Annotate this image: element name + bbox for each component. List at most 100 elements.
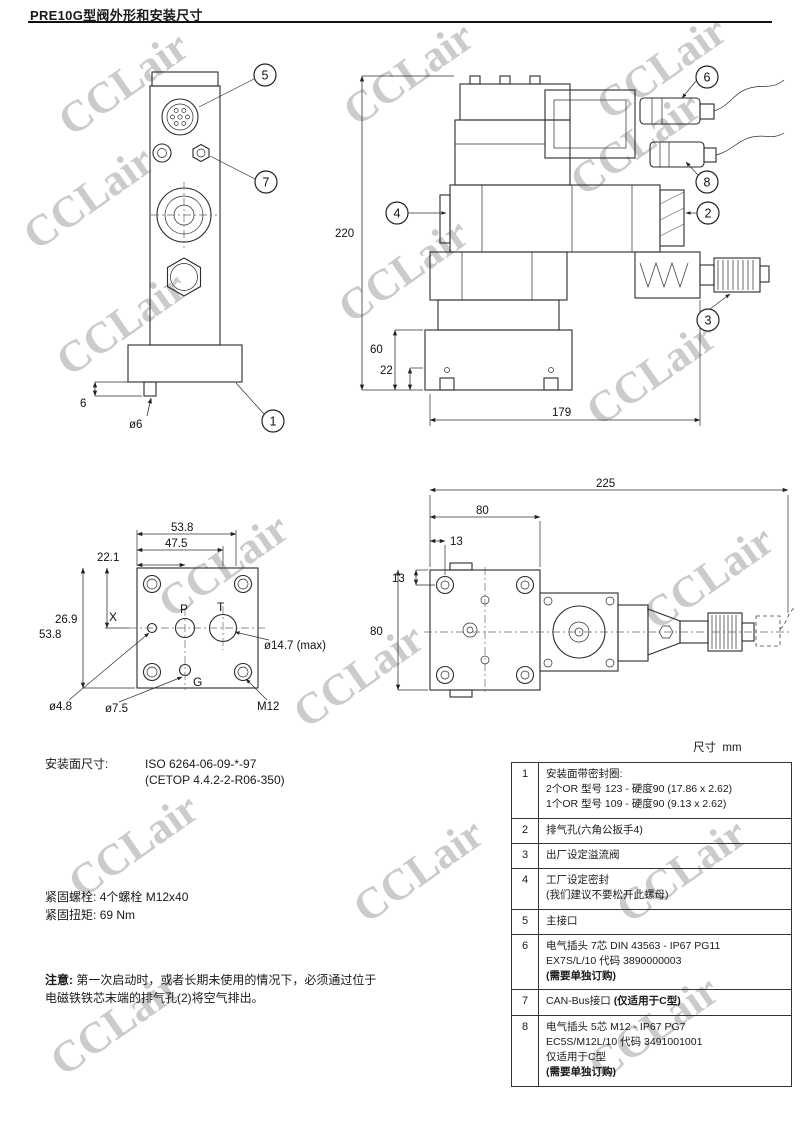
dim-port-x-diameter: ø4.8 bbox=[49, 701, 72, 713]
fastening-bolts-line: 紧固螺栓: 4个螺栓 M12x40 bbox=[45, 889, 188, 905]
top-dimension-lines bbox=[395, 487, 789, 691]
mounting-surface-standard: ISO 6264-06-09-*-97 (CETOP 4.4.2-2-R06-3… bbox=[145, 756, 285, 788]
description-line: 工厂设定密封 bbox=[546, 874, 609, 887]
port-label-g: G bbox=[193, 675, 202, 689]
callout-5-number: 5 bbox=[262, 69, 269, 83]
description-line: 安装面带密封圈: bbox=[546, 768, 623, 780]
row-number: 6 bbox=[512, 934, 539, 990]
table-row: 6 电气插头 7芯 DIN 43563 - IP67 PG11 EX7S/L/1… bbox=[512, 934, 791, 991]
caution-text-line1: 第一次启动时，或者长期未使用的情况下，必须通过位于 bbox=[76, 973, 377, 987]
dim-face-height-2: 53.8 bbox=[39, 629, 61, 641]
row-number: 2 bbox=[512, 818, 539, 843]
tightening-torque-line: 紧固扭矩: 69 Nm bbox=[45, 907, 135, 923]
table-row: 1 安装面带密封圈: 2个OR 型号 123 - 硬度90 (17.86 x 2… bbox=[512, 763, 791, 819]
description-line: 出厂设定溢流阀 bbox=[546, 848, 620, 861]
cetop-standard: (CETOP 4.4.2-2-R06-350) bbox=[145, 773, 285, 787]
table-row: 4 工厂设定密封 (我们建议不要松开此螺母) bbox=[512, 869, 791, 910]
callout-3: 3 bbox=[696, 293, 731, 332]
dim-foot-diameter: ø6 bbox=[129, 419, 142, 431]
dim-total-height: 220 bbox=[335, 228, 354, 240]
parts-table: 1 安装面带密封圈: 2个OR 型号 123 - 硬度90 (17.86 x 2… bbox=[511, 762, 792, 1087]
callout-7: 7 bbox=[209, 155, 278, 194]
dim-foot-height: 6 bbox=[80, 398, 86, 410]
callout-1-number: 1 bbox=[270, 415, 277, 429]
port-label-t: T bbox=[217, 600, 225, 614]
cable-plugs-outline bbox=[639, 79, 785, 168]
dim-port-height: 22 bbox=[380, 365, 393, 377]
dim-port-g-diameter: ø7.5 bbox=[105, 703, 128, 715]
row-number: 7 bbox=[512, 990, 539, 1015]
callout-1: 1 bbox=[235, 382, 285, 433]
row-number: 1 bbox=[512, 763, 539, 818]
dim-thread-size: M12 bbox=[257, 701, 279, 713]
callout-5: 5 bbox=[198, 63, 277, 108]
callout-7-number: 7 bbox=[263, 176, 270, 190]
c-type-only-note: (仅适用于C型) bbox=[613, 995, 681, 1008]
order-separately-note: (需要单独订购) bbox=[546, 970, 616, 983]
torque-value: 69 Nm bbox=[99, 908, 136, 922]
description-line: 排气孔(六角公扳手4) bbox=[546, 823, 643, 836]
iso-standard: ISO 6264-06-09-*-97 bbox=[145, 757, 257, 771]
description-line: 电气插头 7芯 DIN 43563 - IP67 PG11 bbox=[546, 939, 721, 952]
callout-4-number: 4 bbox=[394, 207, 401, 221]
row-description: 出厂设定溢流阀 bbox=[539, 844, 791, 868]
table-row: 5 主接口 bbox=[512, 909, 791, 935]
dim-top-offset-1: 13 bbox=[450, 536, 463, 548]
header-rule bbox=[28, 21, 772, 23]
caution-text-line2: 电磁铁铁芯末端的排气孔(2)将空气排出。 bbox=[45, 991, 264, 1005]
port-label-p: P bbox=[180, 602, 188, 616]
description-line: CAN-Bus接口 (仅适用于C型) bbox=[546, 994, 785, 1009]
callout-8-number: 8 bbox=[704, 176, 711, 190]
table-row: 3 出厂设定溢流阀 bbox=[512, 843, 791, 870]
mounting-dimension-lines bbox=[68, 530, 270, 703]
dim-total-length: 179 bbox=[552, 407, 571, 419]
description-line: 2个OR 型号 123 - 硬度90 (17.86 x 2.62) bbox=[546, 783, 733, 796]
row-number: 5 bbox=[512, 909, 539, 934]
relief-valve-outline bbox=[634, 251, 770, 299]
mounting-face-drawing: X P T G 53.8 47.5 22.1 26.9 53.8 ø14.7 (… bbox=[39, 522, 326, 715]
table-row: 8 电气插头 5芯 M12 - IP67 PG7 EC5S/M12L/10 代码… bbox=[512, 1015, 791, 1086]
caution-note: 注意: 第一次启动时，或者长期未使用的情况下，必须通过位于 电磁铁铁芯末端的排气… bbox=[45, 971, 425, 1007]
row-number: 4 bbox=[512, 869, 539, 909]
page-title: PRE10G型阀外形和安装尺寸 bbox=[30, 8, 203, 23]
table-row: 2 排气孔(六角公扳手4) bbox=[512, 818, 791, 844]
order-separately-note: (需要单独订购) bbox=[546, 1066, 616, 1079]
description-line: 1个OR 型号 109 - 硬度90 (9.13 x 2.62) bbox=[546, 798, 727, 811]
row-description: CAN-Bus接口 (仅适用于C型) bbox=[539, 990, 791, 1014]
dim-base-height: 60 bbox=[370, 344, 383, 356]
callout-8: 8 bbox=[685, 161, 719, 194]
callout-2-number: 2 bbox=[705, 207, 712, 221]
description-line: (我们建议不要松开此螺母) bbox=[546, 889, 669, 902]
top-centerlines bbox=[424, 567, 790, 693]
callout-6: 6 bbox=[681, 65, 719, 99]
row-description: 工厂设定密封 (我们建议不要松开此螺母) bbox=[539, 869, 791, 908]
bolts-label: 紧固螺栓: bbox=[45, 890, 97, 904]
callout-4: 4 bbox=[385, 201, 447, 225]
dim-top-length: 225 bbox=[596, 478, 615, 490]
table-row: 7 CAN-Bus接口 (仅适用于C型) bbox=[512, 990, 791, 1016]
dim-port-t-diameter: ø14.7 (max) bbox=[264, 640, 326, 652]
solenoid-tower-outline bbox=[454, 75, 636, 186]
description-line: 主接口 bbox=[546, 914, 578, 927]
row-description: 主接口 bbox=[539, 910, 791, 934]
description-text: CAN-Bus接口 bbox=[546, 995, 614, 1008]
description-line: EC5S/M12L/10 代码 3491001001 bbox=[546, 1035, 703, 1048]
watermark: CCLair bbox=[344, 808, 493, 933]
torque-label: 紧固扭矩: bbox=[45, 908, 97, 922]
front-dimension-lines bbox=[92, 381, 152, 417]
row-description: 安装面带密封圈: 2个OR 型号 123 - 硬度90 (17.86 x 2.6… bbox=[539, 763, 791, 818]
units-label: 尺寸 mm bbox=[693, 742, 742, 754]
top-view-drawing: 225 80 13 13 80 bbox=[370, 478, 795, 698]
mounting-centerlines bbox=[129, 606, 266, 690]
caution-label: 注意: bbox=[45, 973, 73, 987]
mounting-bracket-outline bbox=[424, 251, 573, 391]
dim-top-offset-2: 13 bbox=[392, 573, 405, 585]
front-centerlines bbox=[151, 182, 217, 248]
dim-face-height-1: 26.9 bbox=[55, 614, 77, 626]
valve-body-outline bbox=[439, 184, 685, 253]
callout-6-number: 6 bbox=[704, 71, 711, 85]
front-view-drawing: 6 ø6 5 7 1 bbox=[80, 63, 285, 433]
callout-3-number: 3 bbox=[705, 314, 712, 328]
description-line: EX7S/L/10 代码 3890000003 bbox=[546, 954, 682, 967]
